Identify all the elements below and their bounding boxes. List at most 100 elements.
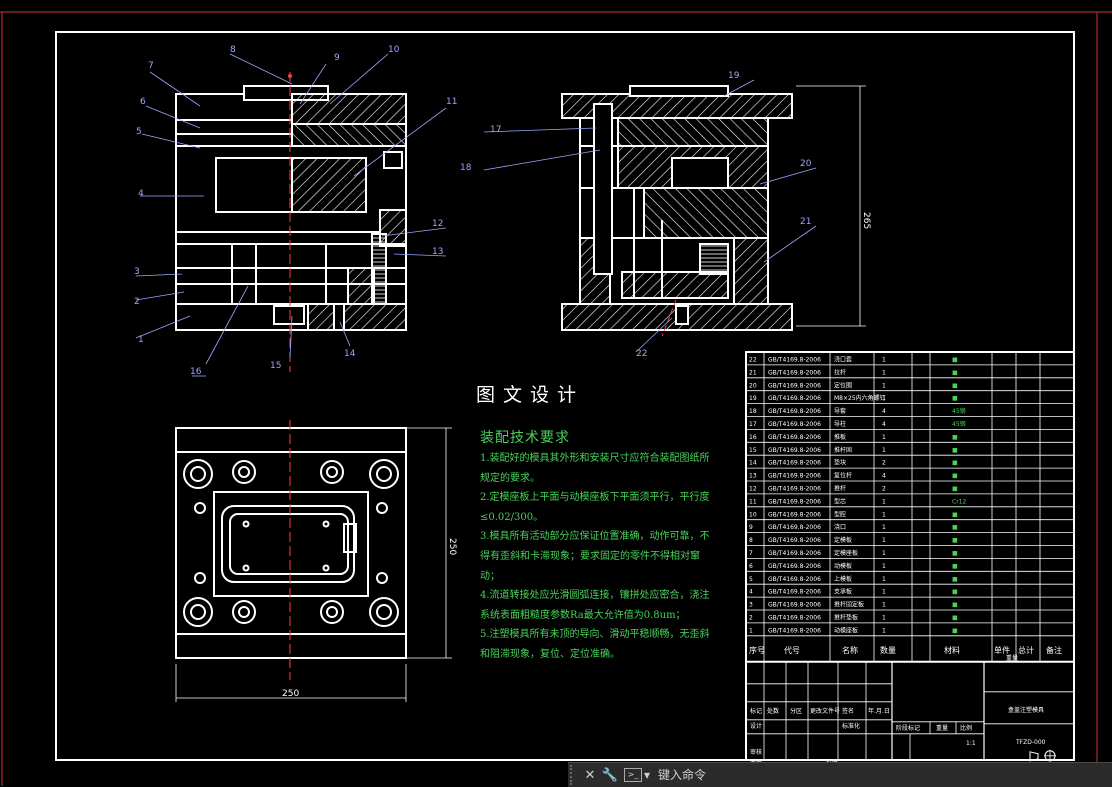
bom-cell-qty: 4 [882,408,886,415]
plan-view[interactable] [175,427,407,659]
bom-cell-code: GB/T4169.8-2006 [768,382,821,389]
bom-cell-no: 15 [749,447,757,454]
bom-cell-qty: 2 [882,460,886,467]
bom-header-cell: 备注 [1046,645,1062,655]
bom-cell-name: 推杆 [834,485,846,493]
bom-cell-name: M8×25内六角螺钉 [834,394,886,402]
bom-cell-mat: ■ [952,627,958,634]
bom-cell-name: 导套 [834,407,846,415]
bom-cell-name: 浇口 [834,523,846,531]
title-block-cell: 签名 [842,707,854,715]
part-label-2: 2 [134,297,140,307]
bom-cell-name: 浇口套 [834,356,852,364]
bom-header-weight: 重量 [1006,654,1018,662]
command-bar[interactable]: ✕ 🔧 >_▾ [568,762,1112,787]
bom-cell-name: 推杆固 [834,446,852,454]
side-section-view[interactable] [561,85,793,331]
command-bar-grip[interactable] [570,765,580,785]
bom-cell-name: 拉杆 [834,368,846,376]
part-label-5: 5 [136,127,142,137]
bom-cell-qty: 1 [882,369,886,376]
bom-cell-mat: ■ [952,602,958,609]
bom-cell-qty: 2 [882,486,886,493]
drawing-name: 盒盖注塑模具 [1008,706,1044,714]
command-input[interactable] [650,768,1079,782]
bom-cell-no: 14 [749,460,757,467]
front-section-view[interactable] [175,85,407,331]
bom-cell-code: GB/T4169.8-2006 [768,473,821,480]
command-prompt-icon[interactable]: >_▾ [624,768,650,782]
bom-cell-name: 推杆垫板 [834,614,858,622]
title-block-cell: 1:1 [966,740,976,747]
bom-cell-no: 8 [749,537,753,544]
title-block-cell: 标准化 [842,722,860,730]
part-label-21: 21 [800,217,811,227]
bom-cell-mat: ■ [952,589,958,596]
bom-cell-mat: ■ [952,447,958,454]
bom-cell-code: GB/T4169.8-2006 [768,421,821,428]
part-label-12: 12 [432,219,443,229]
bom-cell-no: 3 [749,602,753,609]
part-label-11: 11 [446,97,457,107]
leader-lines-side [483,79,817,353]
bom-cell-no: 12 [749,486,757,493]
title-block-cell: 重量 [936,724,948,732]
bom-header-cell: 序号 [749,645,765,655]
bom-cell-name: 定位圈 [834,381,852,389]
bom-cell-code: GB/T4169.8-2006 [768,498,821,505]
bom-cell-mat: ■ [952,395,958,402]
bom-cell-mat: ■ [952,511,958,518]
dimension-265-label: 265 [861,212,871,229]
part-label-16: 16 [190,367,202,377]
bom-cell-mat: ■ [952,460,958,467]
bom-cell-mat: ■ [952,537,958,544]
bom-cell-no: 17 [749,421,757,428]
bom-cell-no: 18 [749,408,757,415]
bom-cell-no: 20 [749,382,757,389]
bom-cell-code: GB/T4169.8-2006 [768,447,821,454]
note-line-1: 1.装配好的模具其外形和安装尺寸应符合装配图纸所规定的要求。 [480,453,710,484]
bom-cell-code: GB/T4169.8-2006 [768,550,821,557]
leader-lines-front [135,53,447,377]
bom-cell-no: 2 [749,615,753,622]
bom-cell-mat: 45钢 [952,420,966,428]
dimension-265 [796,85,866,327]
close-icon[interactable]: ✕ [584,767,596,783]
bom-cell-name: 动模座板 [834,626,858,634]
bom-header-cell: 材料 [944,645,960,655]
bom-cell-no: 4 [749,589,753,596]
part-label-6: 6 [140,97,146,107]
bom-cell-no: 21 [749,369,757,376]
bom-cell-name: 型芯 [834,497,846,505]
bom-cell-mat: ■ [952,563,958,570]
bom-cell-code: GB/T4169.8-2006 [768,369,821,376]
bom-cell-name: 动模板 [834,562,852,570]
bom-cell-no: 13 [749,473,757,480]
bom-cell-qty: 4 [882,421,886,428]
bom-cell-code: GB/T4169.8-2006 [768,486,821,493]
note-line-5: 5.注塑模具所有未顶的导向、滑动平稳顺畅，无歪斜和阻滞现象，复位、定位准确。 [480,629,710,660]
bom-cell-no: 11 [749,498,757,505]
bom-cell-mat: ■ [952,486,958,493]
title-block-cell: 审核 [750,748,762,756]
bom-cell-qty: 1 [882,434,886,441]
bom-cell-mat: ■ [952,382,958,389]
bom-cell-name: 定模板 [834,536,852,544]
bom-cell-name: 复位杆 [834,472,852,480]
bom-header-cell: 名称 [842,645,858,655]
bom-cell-no: 22 [749,357,757,364]
part-label-4: 4 [138,189,144,199]
design-label: 图文设计 [476,384,585,406]
assembly-notes: 装配技术要求 1.装配好的模具其外形和安装尺寸应符合装配图纸所规定的要求。 2.… [480,428,712,665]
bom-header-cell: 总计 [1018,645,1034,655]
bom-cell-qty: 1 [882,615,886,622]
bom-cell-no: 10 [749,511,757,518]
wrench-icon[interactable]: 🔧 [601,767,619,783]
bom-header-cell: 数量 [880,645,896,655]
note-line-4: 4.流道转接处应光滑圆弧连接，镶拼处应密合，浇注系统表面粗糙度参数Ra最大允许值… [480,590,710,621]
bom-cell-code: GB/T4169.8-2006 [768,434,821,441]
bom-header-cell: 单件 [994,645,1010,655]
bom-cell-no: 16 [749,434,757,441]
